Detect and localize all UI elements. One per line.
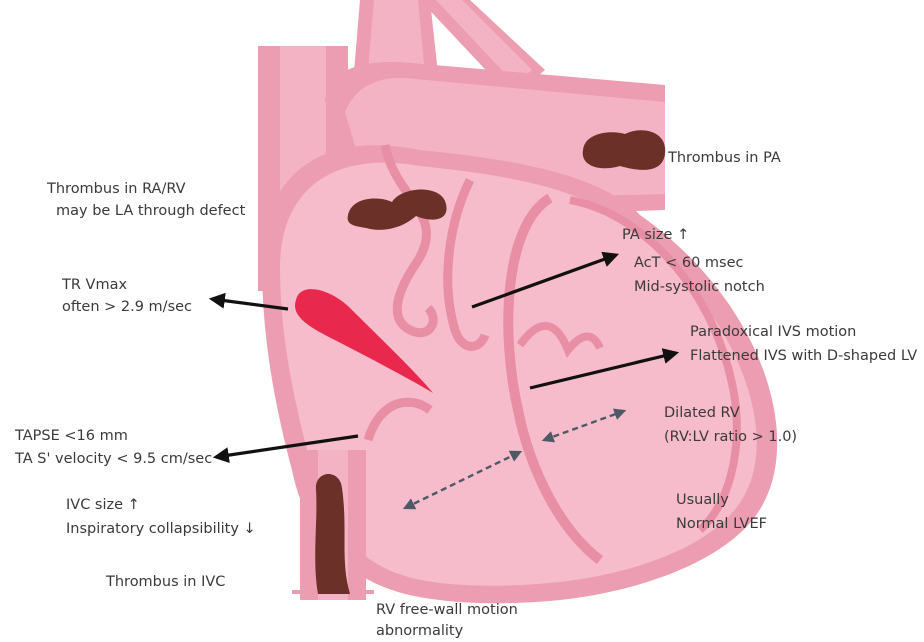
label-ta-s-velocity: TA S' velocity < 9.5 cm/sec: [15, 449, 212, 469]
label-thrombus-pa: Thrombus in PA: [668, 148, 781, 168]
label-rv-free-wall: RV free-wall motion: [376, 600, 518, 620]
label-flattened-ivs: Flattened IVS with D-shaped LV: [690, 346, 917, 366]
label-thrombus-ivc: Thrombus in IVC: [106, 572, 225, 592]
label-inspiratory-collapsibility: Inspiratory collapsibility ↓: [66, 519, 256, 539]
label-usually: Usually: [676, 490, 729, 510]
label-thrombus-ra-rv-note: may be LA through defect: [56, 201, 245, 221]
thrombus-pa-blob: [583, 130, 666, 170]
label-pa-size: PA size ↑: [622, 225, 689, 245]
label-rv-free-wall-abnormality: abnormality: [376, 621, 463, 641]
label-act: AcT < 60 msec: [634, 253, 744, 273]
label-tapse: TAPSE <16 mm: [15, 426, 128, 446]
label-ivc-size: IVC size ↑: [66, 495, 140, 515]
label-tr-vmax: TR Vmax: [62, 275, 127, 295]
label-dilated-rv: Dilated RV: [664, 403, 740, 423]
label-rv-lv-ratio: (RV:LV ratio > 1.0): [664, 427, 797, 447]
label-normal-lvef: Normal LVEF: [676, 514, 767, 534]
label-tr-vmax-value: often > 2.9 m/sec: [62, 297, 192, 317]
label-thrombus-ra-rv: Thrombus in RA/RV: [47, 179, 186, 199]
label-paradoxical-ivs: Paradoxical IVS motion: [690, 322, 856, 342]
label-mid-systolic-notch: Mid-systolic notch: [634, 277, 765, 297]
